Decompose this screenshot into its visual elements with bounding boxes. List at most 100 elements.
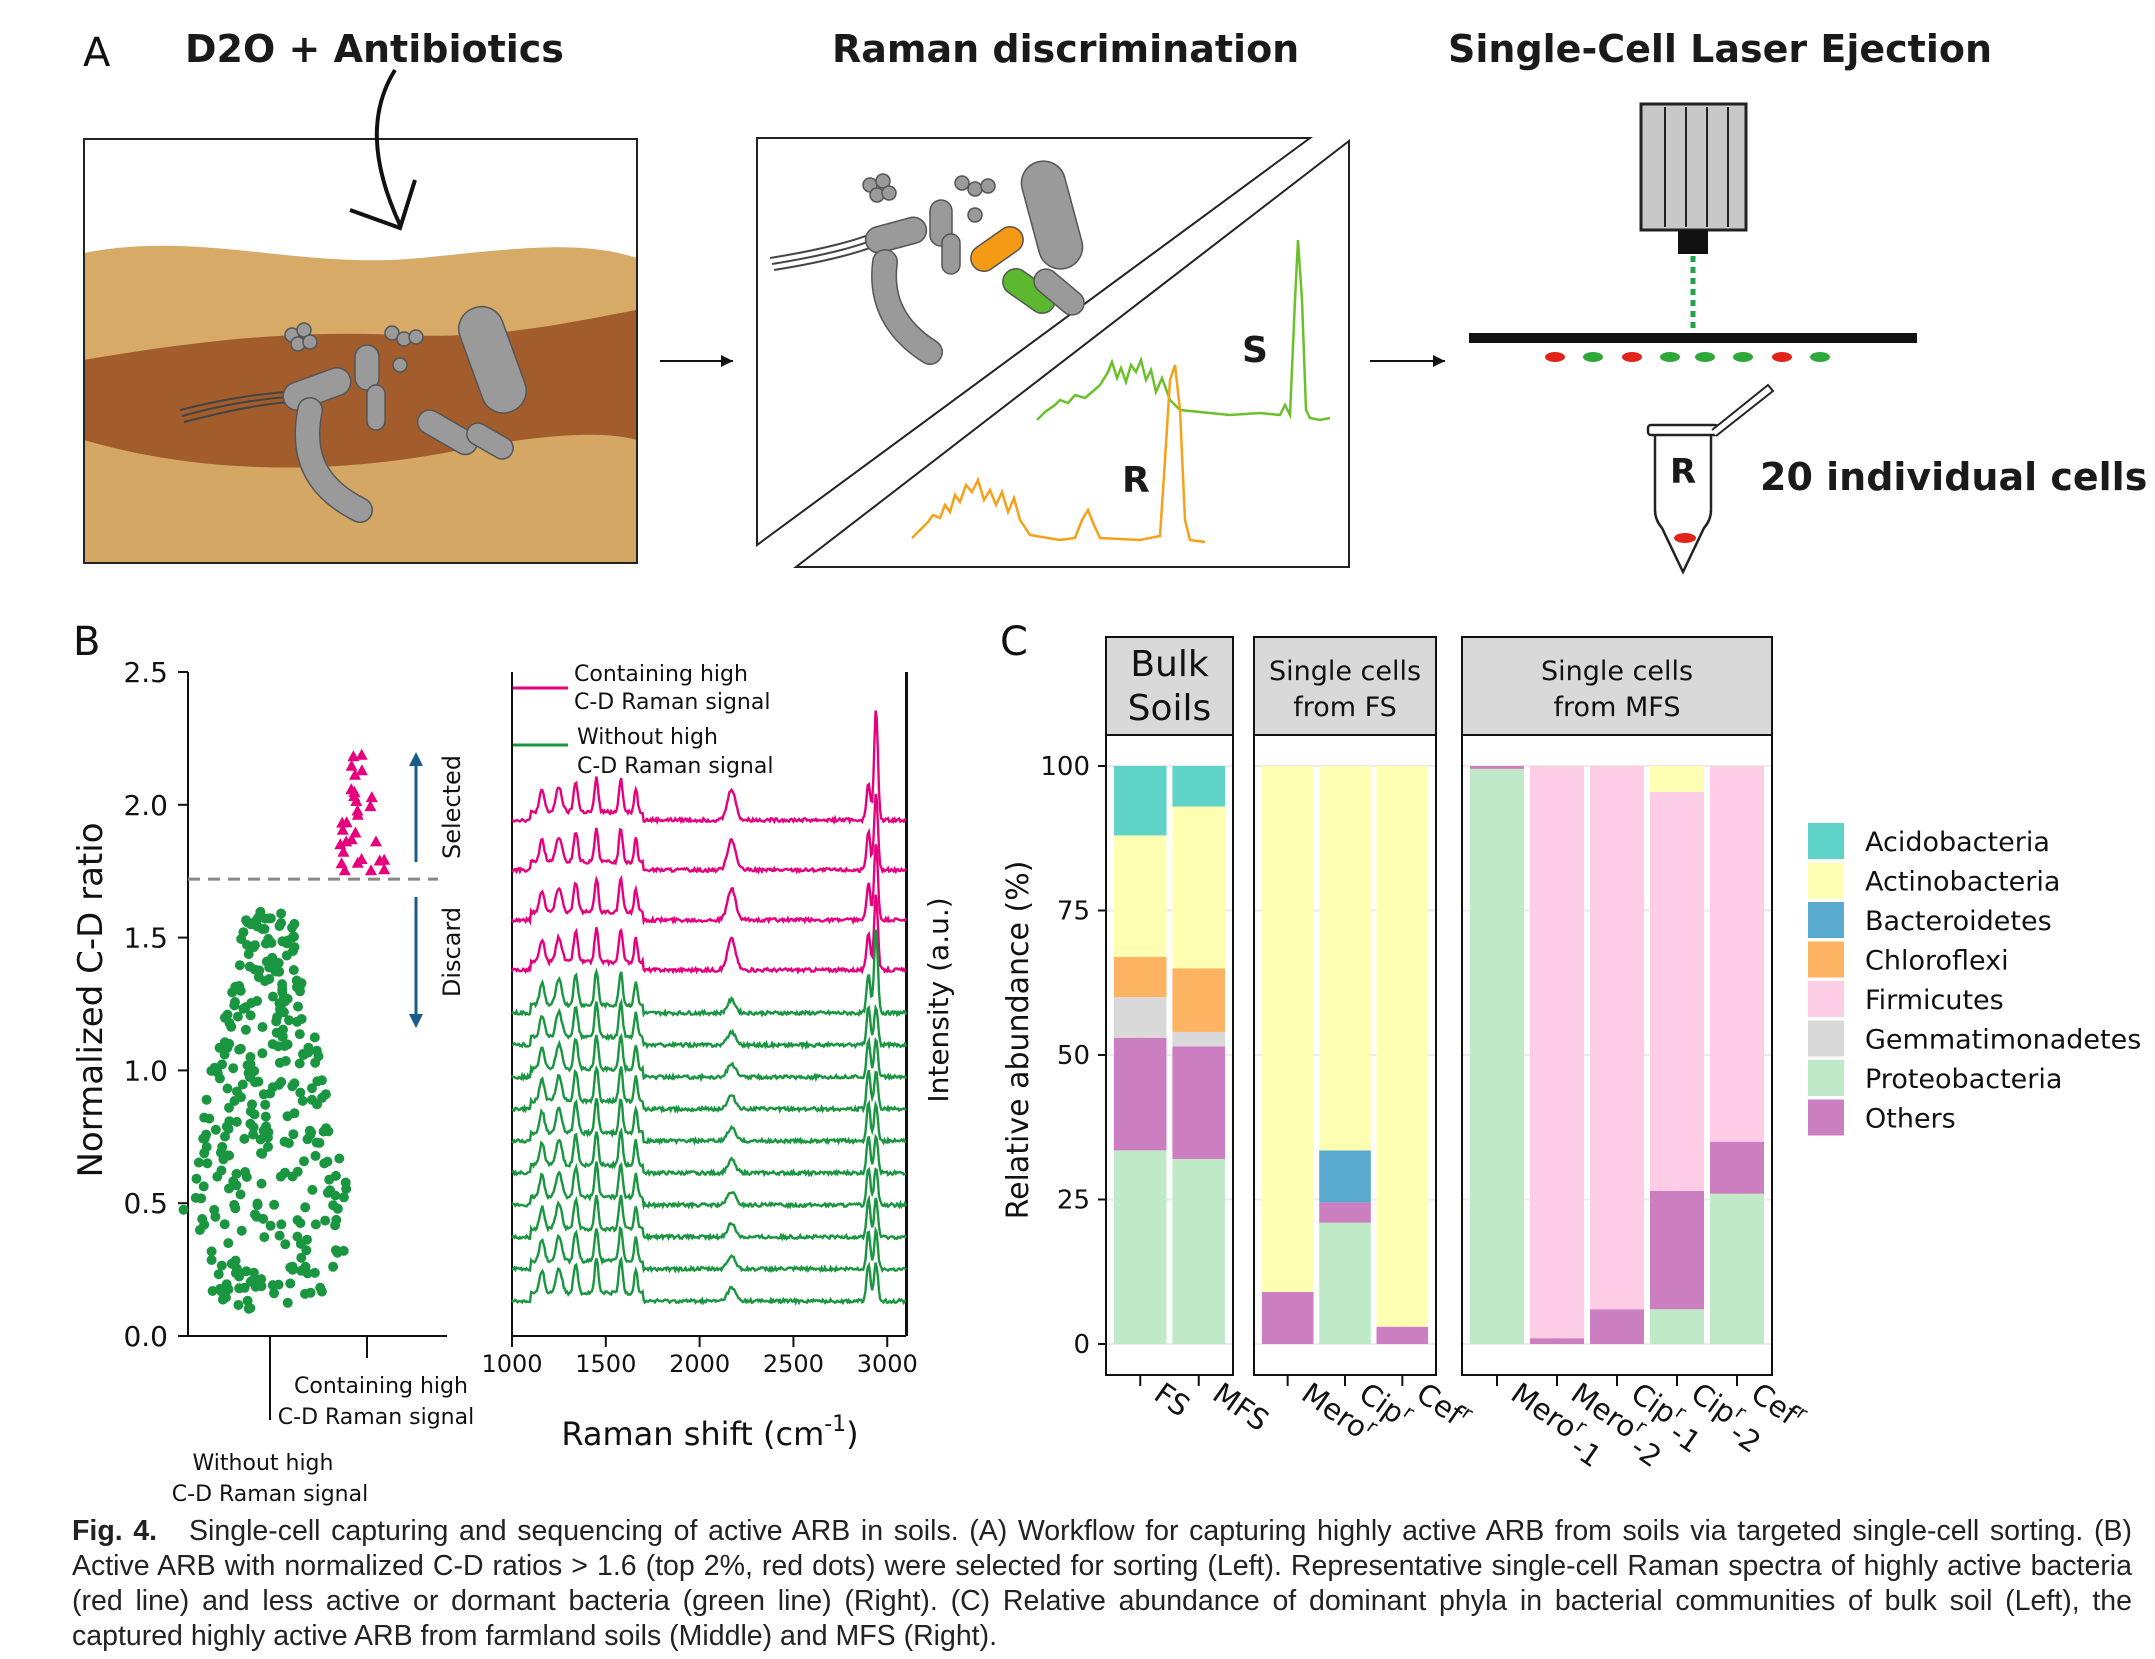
workflow-arrow-1 [660,355,733,367]
scatter-point-discard [287,1081,298,1092]
scatter-point-discard [241,1266,252,1277]
scatter-point-discard [310,1219,321,1230]
scatter-point-selected [349,768,361,780]
scatter-point-discard [260,1111,271,1122]
scatter-point-discard [263,913,274,924]
scatter-y-axis-title: Normalized C-D ratio [71,822,111,1177]
spectrum-line-without [511,1194,908,1242]
scatter-point-discard [207,1286,218,1296]
scatter-point-discard [232,1011,243,1022]
spectrum-line-without [511,1033,908,1083]
bar-segment-firmicutes [1590,766,1644,1310]
scatter-point-discard [300,1202,311,1213]
scatter-point-selected [340,835,353,847]
scatter-point-discard [191,1173,202,1184]
soil-illustration [83,68,638,564]
scatter-point-discard [285,1278,296,1289]
bar-segment-proteobacteria [1710,1193,1764,1344]
scatter-point-discard [213,1269,224,1280]
scatter-point-discard [278,1024,288,1035]
spectrum-line-containing [511,710,907,825]
scatter-point-discard [204,1113,215,1124]
scatter-point-discard [263,1141,273,1152]
scatter-point-discard [226,1021,237,1032]
scatter-point-discard [196,1193,207,1204]
scatter-point-discard [222,1009,233,1020]
scatter-point-selected [351,808,364,820]
spectrum-line-without [511,1098,907,1146]
scatter-point-discard [230,997,240,1007]
scatter-point-discard [288,1129,299,1140]
scatter-point-discard [240,1002,251,1013]
legend-swatch [1808,1060,1844,1096]
scatter-point-selected [355,748,368,760]
scatter-point-discard [269,1288,279,1299]
spectrum-line-without [511,929,908,1018]
spectrum-line-containing [510,894,907,975]
scatter-point-discard [224,1102,234,1113]
scatter-point-discard [267,991,278,1002]
scatter-point-discard [261,956,272,967]
scatter-point-discard [274,1230,285,1241]
scatter-point-discard [224,1183,234,1194]
panel-b-label: B [73,619,100,665]
scatter-point-discard [273,1279,284,1290]
legend-swatch [1808,1099,1844,1136]
scatter-point-discard [251,1211,262,1222]
bar-segment-actinobacteria [1261,766,1314,1292]
scatter-point-discard [309,1032,320,1043]
legend-swatch [1808,1020,1844,1057]
facet-title: from MFS [1554,692,1681,723]
bar-segment-proteobacteria [1113,1150,1167,1344]
scatter-point-discard [217,1294,228,1305]
abundance-x-tick-label: MFS [1207,1376,1275,1438]
scatter-point-discard [232,1086,242,1097]
scatter-point-discard [256,1178,267,1189]
scatter-point-discard [217,1059,228,1070]
scatter-point-selected [336,816,349,828]
scatter-point-discard [198,1181,209,1192]
facet-title: Soils [1128,688,1212,729]
scatter-point-discard [194,1225,205,1235]
spectra-x-tick-label: 3000 [857,1350,918,1378]
scatter-point-discard [307,1083,317,1094]
facet-title: from FS [1293,692,1397,723]
scatter-point-selected [349,826,362,838]
scatter-point-discard [311,1045,322,1056]
abundance-x-tick-label: FS [1148,1376,1196,1424]
scatter-point-discard [229,1096,240,1106]
scatter-point-discard [222,1150,233,1161]
bar-segment-firmicutes [1650,792,1704,1191]
scatter-y-tick-label: 0.0 [123,1320,168,1353]
scatter-point-discard [288,965,299,975]
scatter-point-discard [282,1297,293,1308]
scatter-point-discard [325,1185,335,1196]
scatter-y-tick-label: 1.0 [123,1054,168,1087]
scatter-point-discard [292,1215,303,1226]
scatter-point-discard [222,1083,233,1094]
scatter-point-discard [278,1007,289,1018]
scatter-point-discard [316,1075,327,1086]
caption-text: Single-cell capturing and sequencing of … [72,1515,2132,1652]
scatter-point-discard [201,1094,212,1105]
selected-label: Selected [438,755,466,859]
scatter-point-discard [340,1177,351,1188]
scatter-point-discard [178,1204,189,1215]
scatter-point-discard [266,937,277,948]
scatter-point-discard [277,1031,288,1042]
scatter-point-discard [316,1286,327,1297]
scatter-point-discard [300,1288,310,1299]
bar-segment-gemmatimonadetes [1172,1031,1225,1047]
scatter-point-discard [245,1106,256,1117]
panel-a-cells-text: 20 individual cells [1760,455,2147,499]
scatter-point-discard [303,1042,314,1053]
scatter-point-discard [193,1157,204,1168]
scatter-point-selected [373,854,386,866]
scatter-point-selected [335,857,348,869]
scatter-point-discard [242,917,253,928]
scatter-point-selected [338,864,351,876]
panel-a: A D2O + Antibiotics Raman discrimination… [83,27,2147,575]
